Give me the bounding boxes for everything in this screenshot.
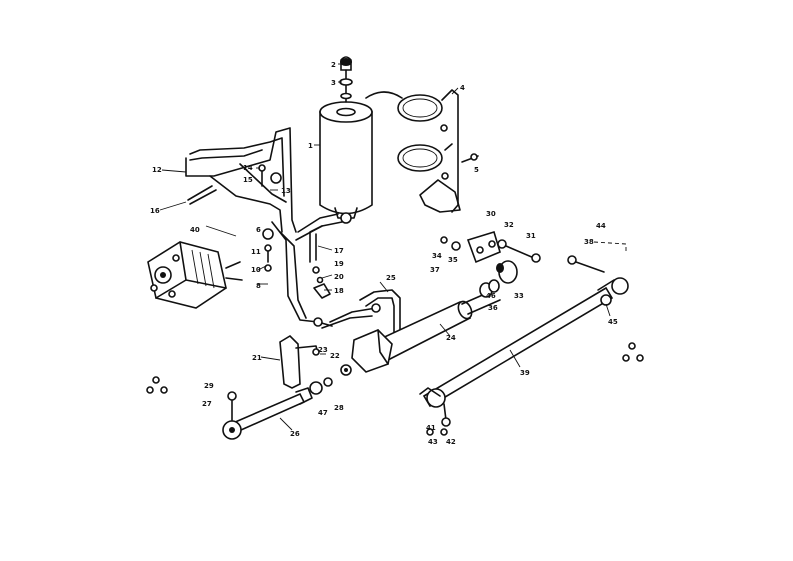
- label-36: 36: [488, 304, 498, 312]
- label-3: 3: [331, 79, 336, 87]
- label-24: 24: [446, 334, 456, 342]
- label-25: 25: [386, 274, 396, 282]
- label-41: 41: [426, 424, 436, 432]
- label-14: 14: [243, 164, 253, 172]
- label-8: 8: [256, 282, 261, 290]
- label-27: 27: [202, 400, 212, 408]
- label-38: 38: [584, 238, 594, 246]
- label-37: 37: [430, 266, 440, 274]
- label-6: 6: [256, 226, 261, 234]
- label-11: 11: [251, 248, 261, 256]
- label-17: 17: [334, 247, 344, 255]
- control-valve: [340, 329, 393, 376]
- label-23: 23: [318, 346, 328, 354]
- ball-joint-parts: [146, 236, 644, 436]
- power-cylinder: [376, 279, 501, 362]
- label-26: 26: [290, 430, 300, 438]
- label-10: 10: [251, 266, 261, 274]
- leader-lines: [159, 63, 611, 431]
- label-34: 34: [432, 252, 442, 260]
- mounting-bracket: [279, 334, 320, 389]
- label-15: 15: [243, 176, 253, 184]
- label-33: 33: [514, 292, 524, 300]
- label-20: 20: [334, 273, 344, 281]
- tie-rod: [419, 277, 629, 427]
- label-47: 47: [318, 409, 328, 417]
- label-39: 39: [520, 369, 530, 377]
- label-21: 21: [252, 354, 262, 362]
- line-fasteners: [258, 164, 331, 299]
- label-16: 16: [150, 207, 160, 215]
- drag-link: [222, 377, 333, 440]
- label-12: 12: [152, 166, 162, 174]
- label-2: 2: [331, 61, 336, 69]
- label-44: 44: [596, 222, 606, 230]
- label-35: 35: [448, 256, 458, 264]
- label-40: 40: [190, 226, 200, 234]
- label-19: 19: [334, 260, 344, 268]
- reservoir-tank: [319, 91, 403, 224]
- label-43: 43: [428, 438, 438, 446]
- label-31: 31: [526, 232, 536, 240]
- pump: [147, 241, 243, 309]
- label-32: 32: [504, 221, 514, 229]
- part-labels: 1 2 3 4 5 6 8 10 11 12 13 14 15 16 17 18…: [150, 61, 618, 446]
- label-28: 28: [334, 404, 344, 412]
- label-42: 42: [446, 438, 456, 446]
- tank-bracket: [397, 89, 479, 213]
- hydraulic-lines: [185, 127, 401, 343]
- label-1: 1: [308, 142, 313, 150]
- label-5: 5: [474, 166, 479, 174]
- label-4: 4: [460, 84, 465, 92]
- label-46: 46: [486, 292, 496, 300]
- label-45: 45: [608, 318, 618, 326]
- label-22: 22: [330, 352, 340, 360]
- label-29: 29: [204, 382, 214, 390]
- label-30: 30: [486, 210, 496, 218]
- label-13: 13: [281, 187, 291, 195]
- label-18: 18: [334, 287, 344, 295]
- cylinder-mount: [466, 230, 541, 284]
